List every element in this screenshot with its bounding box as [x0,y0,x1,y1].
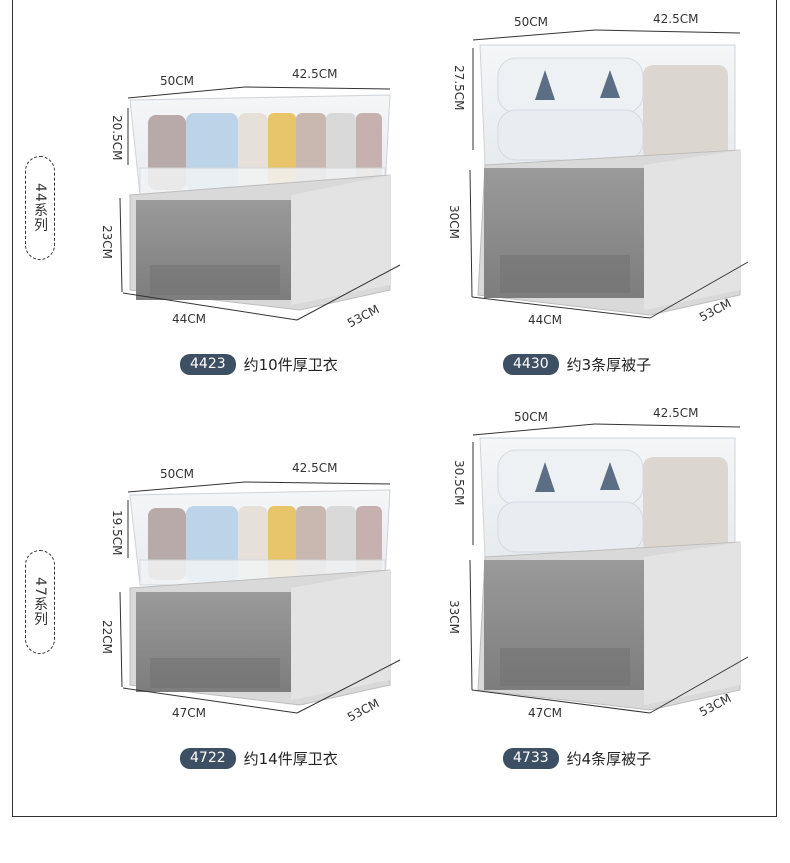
product-4733-illustration [469,423,749,714]
p1-width-label: 50CM [160,74,195,88]
capacity-text: 约14件厚卫衣 [243,750,338,768]
series-44-label: 44系列 [25,156,55,260]
p4-width-label: 50CM [514,410,549,424]
product-4423-illustration [119,86,401,321]
p4-bottom-height-label: 33CM [447,600,461,635]
caption-4423: 4423 约10件厚卫衣 [180,354,338,375]
p2-bottom-height-label: 30CM [447,205,461,240]
caption-4430: 4430 约3条厚被子 [503,354,651,375]
capacity-text: 约3条厚被子 [566,356,652,374]
p3-top-height-label: 19.5CM [110,510,124,556]
p3-width-label: 50CM [160,467,195,481]
p4-depth-top-label: 42.5CM [653,406,699,420]
p4-bottom-width-label: 47CM [528,706,563,720]
p3-depth-top-label: 42.5CM [292,461,338,475]
page-frame [12,0,777,817]
model-badge: 4733 [503,748,559,769]
product-4430-illustration [469,29,749,319]
p3-bottom-width-label: 47CM [172,706,207,720]
series-47-label: 47系列 [25,550,55,654]
p1-top-height-label: 20.5CM [110,115,124,161]
p1-depth-top-label: 42.5CM [292,67,338,81]
p1-bottom-height-label: 23CM [100,225,114,260]
capacity-text: 约4条厚被子 [566,750,652,768]
caption-4733: 4733 约4条厚被子 [503,748,651,769]
p2-width-label: 50CM [514,15,549,29]
model-badge: 4430 [503,354,559,375]
p4-top-height-label: 30.5CM [452,460,466,506]
capacity-text: 约10件厚卫衣 [243,356,338,374]
product-4722-illustration [119,481,401,714]
p3-bottom-height-label: 22CM [100,620,114,655]
p2-depth-top-label: 42.5CM [653,12,699,26]
caption-4722: 4722 约14件厚卫衣 [180,748,338,769]
p1-bottom-width-label: 44CM [172,312,207,326]
model-badge: 4722 [180,748,236,769]
model-badge: 4423 [180,354,236,375]
p2-top-height-label: 27.5CM [452,65,466,111]
p2-bottom-width-label: 44CM [528,313,563,327]
